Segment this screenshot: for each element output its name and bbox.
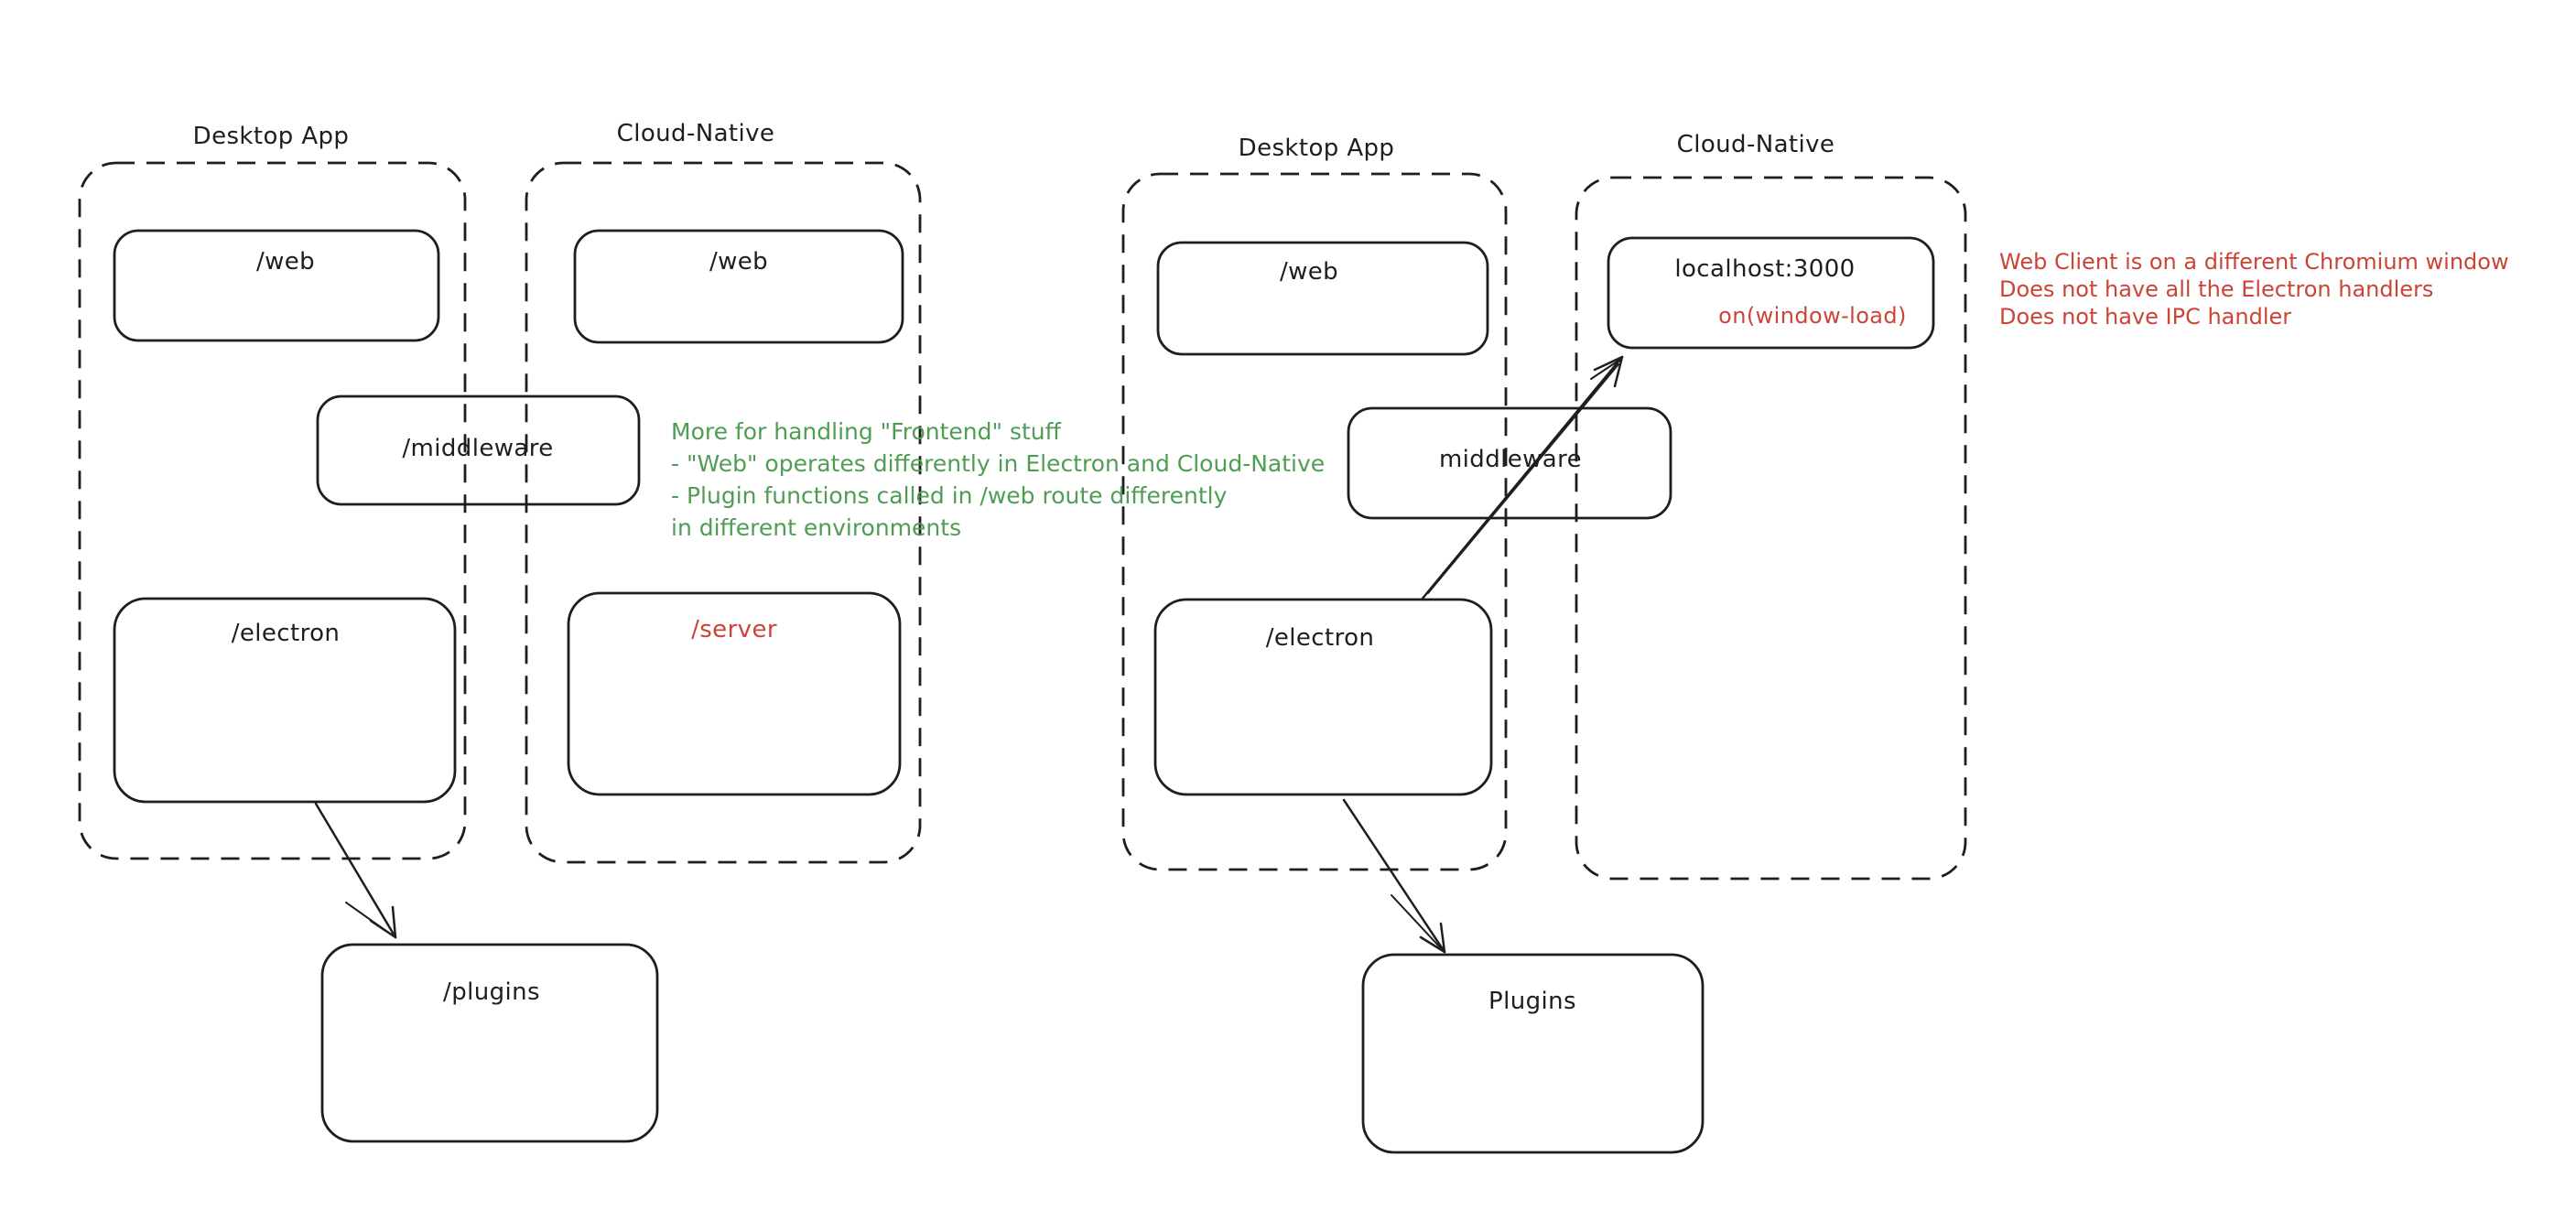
- right-localhost-label: localhost:3000: [1674, 255, 1856, 283]
- green-note-line-2: - "Web" operates differently in Electron…: [671, 450, 1326, 477]
- green-note-line-3: - Plugin functions called in /web route …: [671, 482, 1228, 509]
- right-plugins-box: [1361, 953, 1705, 1154]
- right-web-box: [1156, 241, 1489, 356]
- right-window-load-label: on(window-load): [1718, 303, 1907, 329]
- red-note-line-2: Does not have all the Electron handlers: [1999, 276, 2434, 302]
- right-localhost-box: [1607, 236, 1935, 350]
- left-desktop-container: [78, 161, 467, 860]
- left-server-box: [567, 591, 902, 796]
- green-note: More for handling "Frontend" stuff - "We…: [671, 416, 1325, 544]
- right-web-label: /web: [1279, 258, 1339, 286]
- right-desktop-container: [1121, 172, 1508, 871]
- right-middleware-box: [1347, 406, 1672, 520]
- left-cloud-container-label: Cloud-Native: [616, 120, 775, 147]
- right-electron-box: [1153, 598, 1493, 796]
- red-note-line-3: Does not have IPC handler: [1999, 304, 2292, 330]
- left-plugins-box: [320, 943, 659, 1143]
- right-cloud-container: [1575, 176, 1967, 881]
- left-middleware-box: [316, 394, 641, 506]
- left-server-label: /server: [691, 616, 777, 643]
- left-electron-label: /electron: [231, 620, 341, 647]
- arrow-right-electron-to-localhost: [1420, 355, 1624, 601]
- left-desktop-web-box: [113, 229, 440, 342]
- right-electron-label: /electron: [1265, 624, 1375, 652]
- left-desktop-web-label: /web: [255, 248, 316, 276]
- left-cloud-container: [525, 161, 922, 864]
- green-note-line-4: in different environments: [671, 514, 962, 541]
- left-cloud-web-box: [573, 229, 904, 344]
- left-cloud-web-label: /web: [709, 248, 769, 276]
- right-plugins-label: Plugins: [1488, 988, 1576, 1015]
- right-cloud-container-label: Cloud-Native: [1676, 131, 1835, 158]
- green-note-line-1: More for handling "Frontend" stuff: [671, 418, 1061, 445]
- left-desktop-container-label: Desktop App: [192, 123, 350, 150]
- left-electron-box: [113, 597, 457, 804]
- right-desktop-container-label: Desktop App: [1238, 135, 1395, 162]
- left-middleware-label: /middleware: [402, 435, 554, 462]
- red-note-line-1: Web Client is on a different Chromium wi…: [1999, 249, 2509, 275]
- right-middleware-label: middleware: [1438, 446, 1583, 473]
- arrow-left-electron-to-plugins: [314, 802, 397, 939]
- red-note: Web Client is on a different Chromium wi…: [1999, 248, 2509, 330]
- arrow-right-electron-to-plugins: [1342, 798, 1446, 954]
- left-plugins-label: /plugins: [443, 978, 540, 1006]
